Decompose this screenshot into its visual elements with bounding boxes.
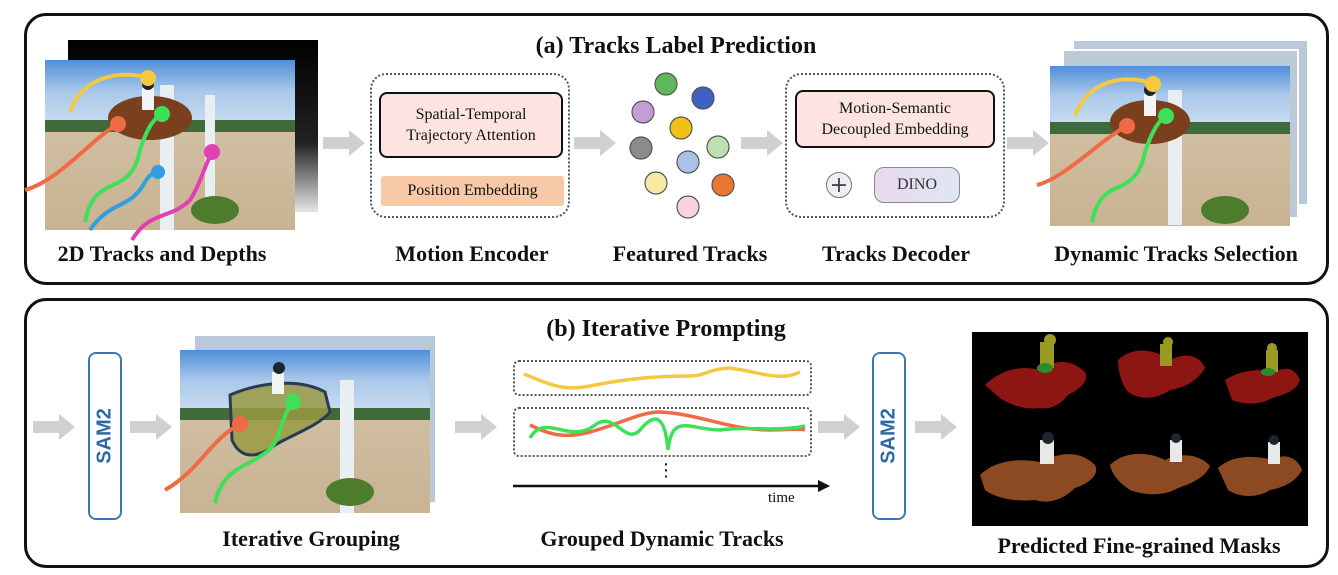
dino-block: DINO bbox=[874, 167, 960, 203]
mask-horse-2 bbox=[1110, 433, 1210, 495]
feature-dot bbox=[644, 171, 668, 195]
feature-dot bbox=[676, 195, 700, 219]
arrow-b3 bbox=[455, 414, 497, 440]
position-embedding-block: Position Embedding bbox=[381, 176, 564, 206]
panel-a-title: (a) Tracks Label Prediction bbox=[535, 33, 817, 59]
sam2-block-2: SAM2 bbox=[872, 352, 906, 520]
label-grouped-tracks: Grouped Dynamic Tracks bbox=[540, 526, 784, 551]
embedding-line-2: Decoupled Embedding bbox=[821, 121, 969, 138]
feature-dot bbox=[631, 100, 655, 124]
feature-dot bbox=[676, 150, 700, 174]
feature-dot bbox=[711, 173, 735, 197]
arrow-a1 bbox=[323, 130, 365, 156]
grouped-track-box-yellow bbox=[513, 360, 812, 396]
label-predicted-masks: Predicted Fine-grained Masks bbox=[997, 533, 1281, 558]
arrow-b4 bbox=[818, 414, 860, 440]
motion-semantic-embedding-block: Motion-Semantic Decoupled Embedding bbox=[795, 90, 995, 148]
time-label: time bbox=[768, 490, 795, 506]
time-axis-arrowhead bbox=[818, 480, 830, 492]
trajectory-attention-block: Spatial-Temporal Trajectory Attention bbox=[379, 92, 563, 158]
arrow-a3 bbox=[741, 130, 783, 156]
label-featured-tracks: Featured Tracks bbox=[612, 241, 768, 266]
mask-horse-1 bbox=[980, 432, 1097, 502]
arrow-a2 bbox=[574, 130, 616, 156]
label-motion-encoder: Motion Encoder bbox=[395, 241, 549, 266]
attention-line-2: Trajectory Attention bbox=[406, 127, 536, 144]
label-iterative-grouping: Iterative Grouping bbox=[222, 526, 400, 551]
mask-horse-3 bbox=[1218, 435, 1302, 496]
sam2-block-1: SAM2 bbox=[88, 352, 122, 520]
attention-line-1: Spatial-Temporal bbox=[415, 106, 527, 123]
arrow-b1 bbox=[33, 414, 75, 440]
ellipsis-marker: ⋮ bbox=[657, 460, 675, 481]
plus-icon: + bbox=[826, 172, 852, 198]
mask-red-2 bbox=[1118, 337, 1205, 398]
label-tracks-decoder: Tracks Decoder bbox=[821, 241, 971, 266]
arrow-b5 bbox=[915, 414, 957, 440]
embedding-line-1: Motion-Semantic bbox=[839, 100, 951, 117]
tracks-decoder-box bbox=[785, 73, 1005, 218]
mask-red-3 bbox=[1225, 343, 1300, 404]
arrow-b2 bbox=[130, 414, 172, 440]
motion-encoder-box bbox=[370, 73, 570, 218]
grouped-track-box-red-green bbox=[513, 407, 812, 457]
mask-red-1 bbox=[985, 334, 1087, 409]
feature-dot bbox=[706, 135, 730, 159]
label-tracks-depths: 2D Tracks and Depths bbox=[57, 241, 267, 266]
arrow-a4 bbox=[1007, 130, 1049, 156]
feature-dot bbox=[669, 116, 693, 140]
feature-dot bbox=[629, 136, 653, 160]
feature-dot bbox=[654, 72, 678, 96]
feature-dot bbox=[691, 86, 715, 110]
label-dynamic-selection: Dynamic Tracks Selection bbox=[1054, 241, 1298, 266]
panel-b-title: (b) Iterative Prompting bbox=[546, 316, 786, 342]
